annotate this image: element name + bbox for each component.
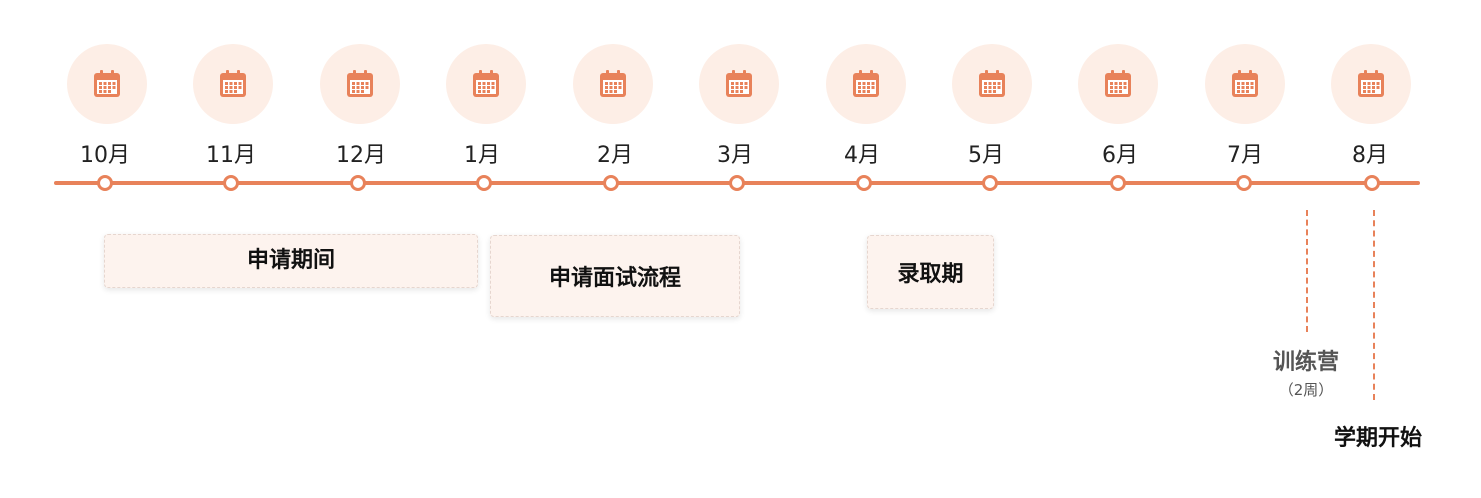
timeline-dot [603, 175, 619, 191]
month-label: 11月 [206, 143, 256, 168]
month-icon-circle [67, 44, 147, 124]
calendar-icon [1105, 70, 1131, 97]
timeline-dot [1364, 175, 1380, 191]
timeline-dot [476, 175, 492, 191]
calendar-icon [853, 70, 879, 97]
month-label: 3月 [717, 143, 753, 168]
timeline-dot [729, 175, 745, 191]
timeline-dot [982, 175, 998, 191]
month-icon-circle [826, 44, 906, 124]
interview-process-box: 申请面试流程 [490, 235, 740, 317]
calendar-icon [347, 70, 373, 97]
month-icon-circle [952, 44, 1032, 124]
month-label: 2月 [597, 143, 633, 168]
calendar-icon [600, 70, 626, 97]
timeline-dot [856, 175, 872, 191]
bootcamp-label: 训练营 [1272, 350, 1339, 375]
month-icon-circle [699, 44, 779, 124]
application-period-box: 申请期间 [104, 234, 478, 288]
month-label: 4月 [844, 143, 880, 168]
month-label: 1月 [464, 143, 500, 168]
calendar-icon [1232, 70, 1258, 97]
timeline-dot [350, 175, 366, 191]
admission-period-box: 录取期 [867, 235, 994, 309]
semester-start-label: 学期开始 [1333, 426, 1422, 451]
admission-period-label: 录取期 [897, 262, 964, 287]
calendar-icon [473, 70, 499, 97]
month-icon-circle [1331, 44, 1411, 124]
calendar-icon [94, 70, 120, 97]
month-icon-circle [573, 44, 653, 124]
semester-start-marker-line [1373, 210, 1375, 400]
timeline-dot [97, 175, 113, 191]
month-label: 10月 [80, 143, 130, 168]
month-icon-circle [446, 44, 526, 124]
calendar-icon [220, 70, 246, 97]
timeline-dot [1110, 175, 1126, 191]
month-icon-circle [320, 44, 400, 124]
month-label: 5月 [968, 143, 1004, 168]
month-icon-circle [1078, 44, 1158, 124]
month-label: 7月 [1227, 143, 1263, 168]
bootcamp-marker-line [1306, 210, 1308, 332]
timeline-dot [223, 175, 239, 191]
interview-process-label: 申请面试流程 [548, 266, 681, 291]
month-label: 6月 [1102, 143, 1138, 168]
application-period-label: 申请期间 [246, 248, 335, 273]
timeline-dot [1236, 175, 1252, 191]
calendar-icon [726, 70, 752, 97]
month-label: 12月 [336, 143, 386, 168]
calendar-icon [1358, 70, 1384, 97]
month-icon-circle [1205, 44, 1285, 124]
month-label: 8月 [1352, 143, 1388, 168]
month-icon-circle [193, 44, 273, 124]
calendar-icon [979, 70, 1005, 97]
bootcamp-duration: （2周） [1278, 381, 1334, 399]
